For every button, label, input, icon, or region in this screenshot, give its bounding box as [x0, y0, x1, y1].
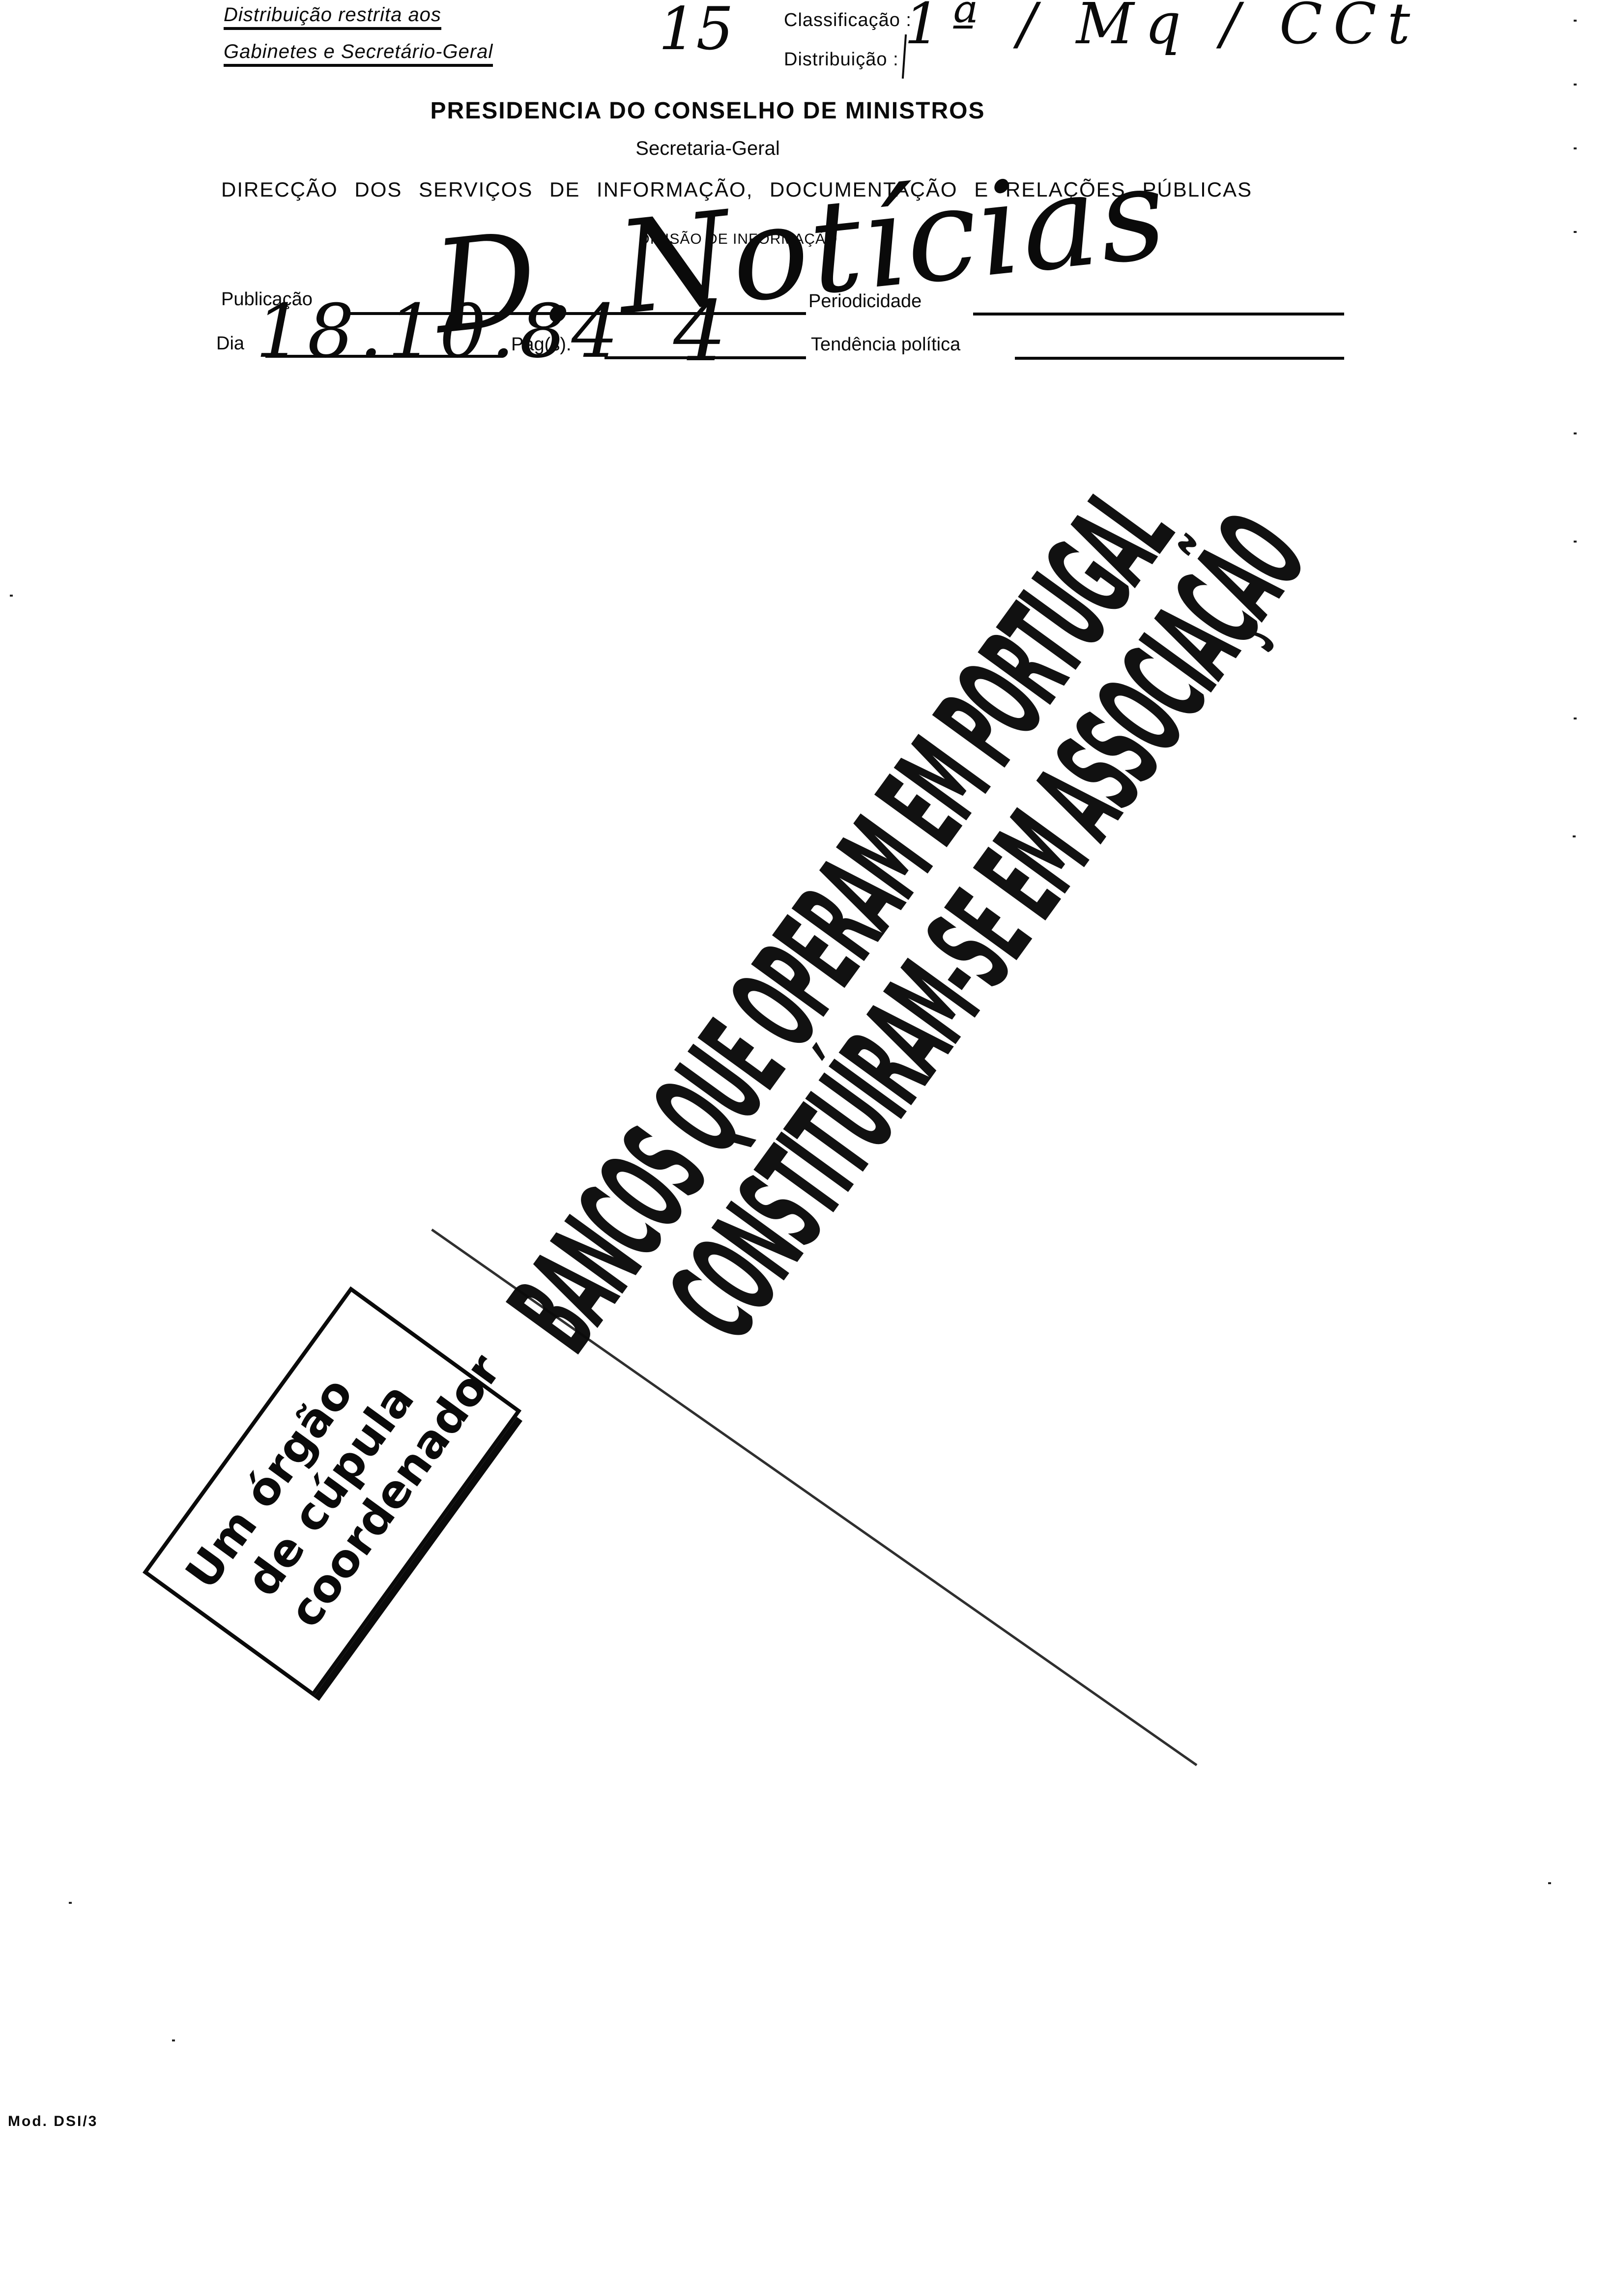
classification-handwritten-value: 1ª / Mq / CCt: [904, 0, 1421, 57]
margin-mark: [1574, 84, 1577, 86]
margin-mark: [1574, 718, 1577, 719]
margin-mark: [1574, 147, 1577, 149]
clipping-edge-line: [431, 1229, 1198, 1766]
margin-mark: [1573, 835, 1576, 837]
handwritten-number: 15: [659, 0, 734, 63]
margin-mark: [10, 595, 13, 597]
restriction-line-2: Gabinetes e Secretário-Geral: [224, 41, 493, 67]
distribution-label: Distribuição :: [784, 49, 899, 70]
pages-handwritten-value: 4: [673, 283, 727, 380]
periodicity-field: [973, 313, 1344, 316]
periodicity-label: Periodicidade: [808, 291, 922, 312]
directorate-title: DIRECÇÃO DOS SERVIÇOS DE INFORMAÇÃO, DOC…: [221, 178, 1253, 201]
secretariat-title: Secretaria-Geral: [635, 138, 780, 159]
margin-mark: [172, 2039, 175, 2041]
margin-mark: [69, 1902, 72, 1904]
margin-mark: [1574, 432, 1577, 434]
margin-mark: [1574, 231, 1577, 233]
pages-label: Pág(s).: [511, 334, 572, 355]
political-tendency-field: [1015, 357, 1344, 360]
restriction-line-1: Distribuição restrita aos: [224, 4, 441, 30]
margin-mark: [1574, 541, 1577, 543]
division-title: DIVISÃO DE INFORMAÇÃO: [639, 231, 838, 247]
publication-field: [344, 312, 806, 315]
publication-label: Publicação: [221, 289, 313, 310]
pages-field: [604, 356, 806, 359]
subheading-text: Um órgão de cúpula coordenador: [175, 1283, 511, 1661]
article-subheading-box: Um órgão de cúpula coordenador: [143, 1286, 523, 1701]
day-label: Dia: [216, 333, 245, 354]
form-code: Mod. DSI/3: [8, 2113, 98, 2129]
margin-mark: [1548, 1882, 1551, 1884]
organization-title: PRESIDENCIA DO CONSELHO DE MINISTROS: [430, 98, 985, 124]
margin-mark: [1574, 20, 1577, 22]
day-field: [265, 355, 501, 358]
classification-label: Classificação :: [784, 10, 912, 30]
day-handwritten-value: 18.10.84: [256, 289, 623, 374]
distribution-restriction: Distribuição restrita aos Gabinetes e Se…: [224, 4, 493, 67]
political-tendency-label: Tendência política: [811, 334, 961, 355]
